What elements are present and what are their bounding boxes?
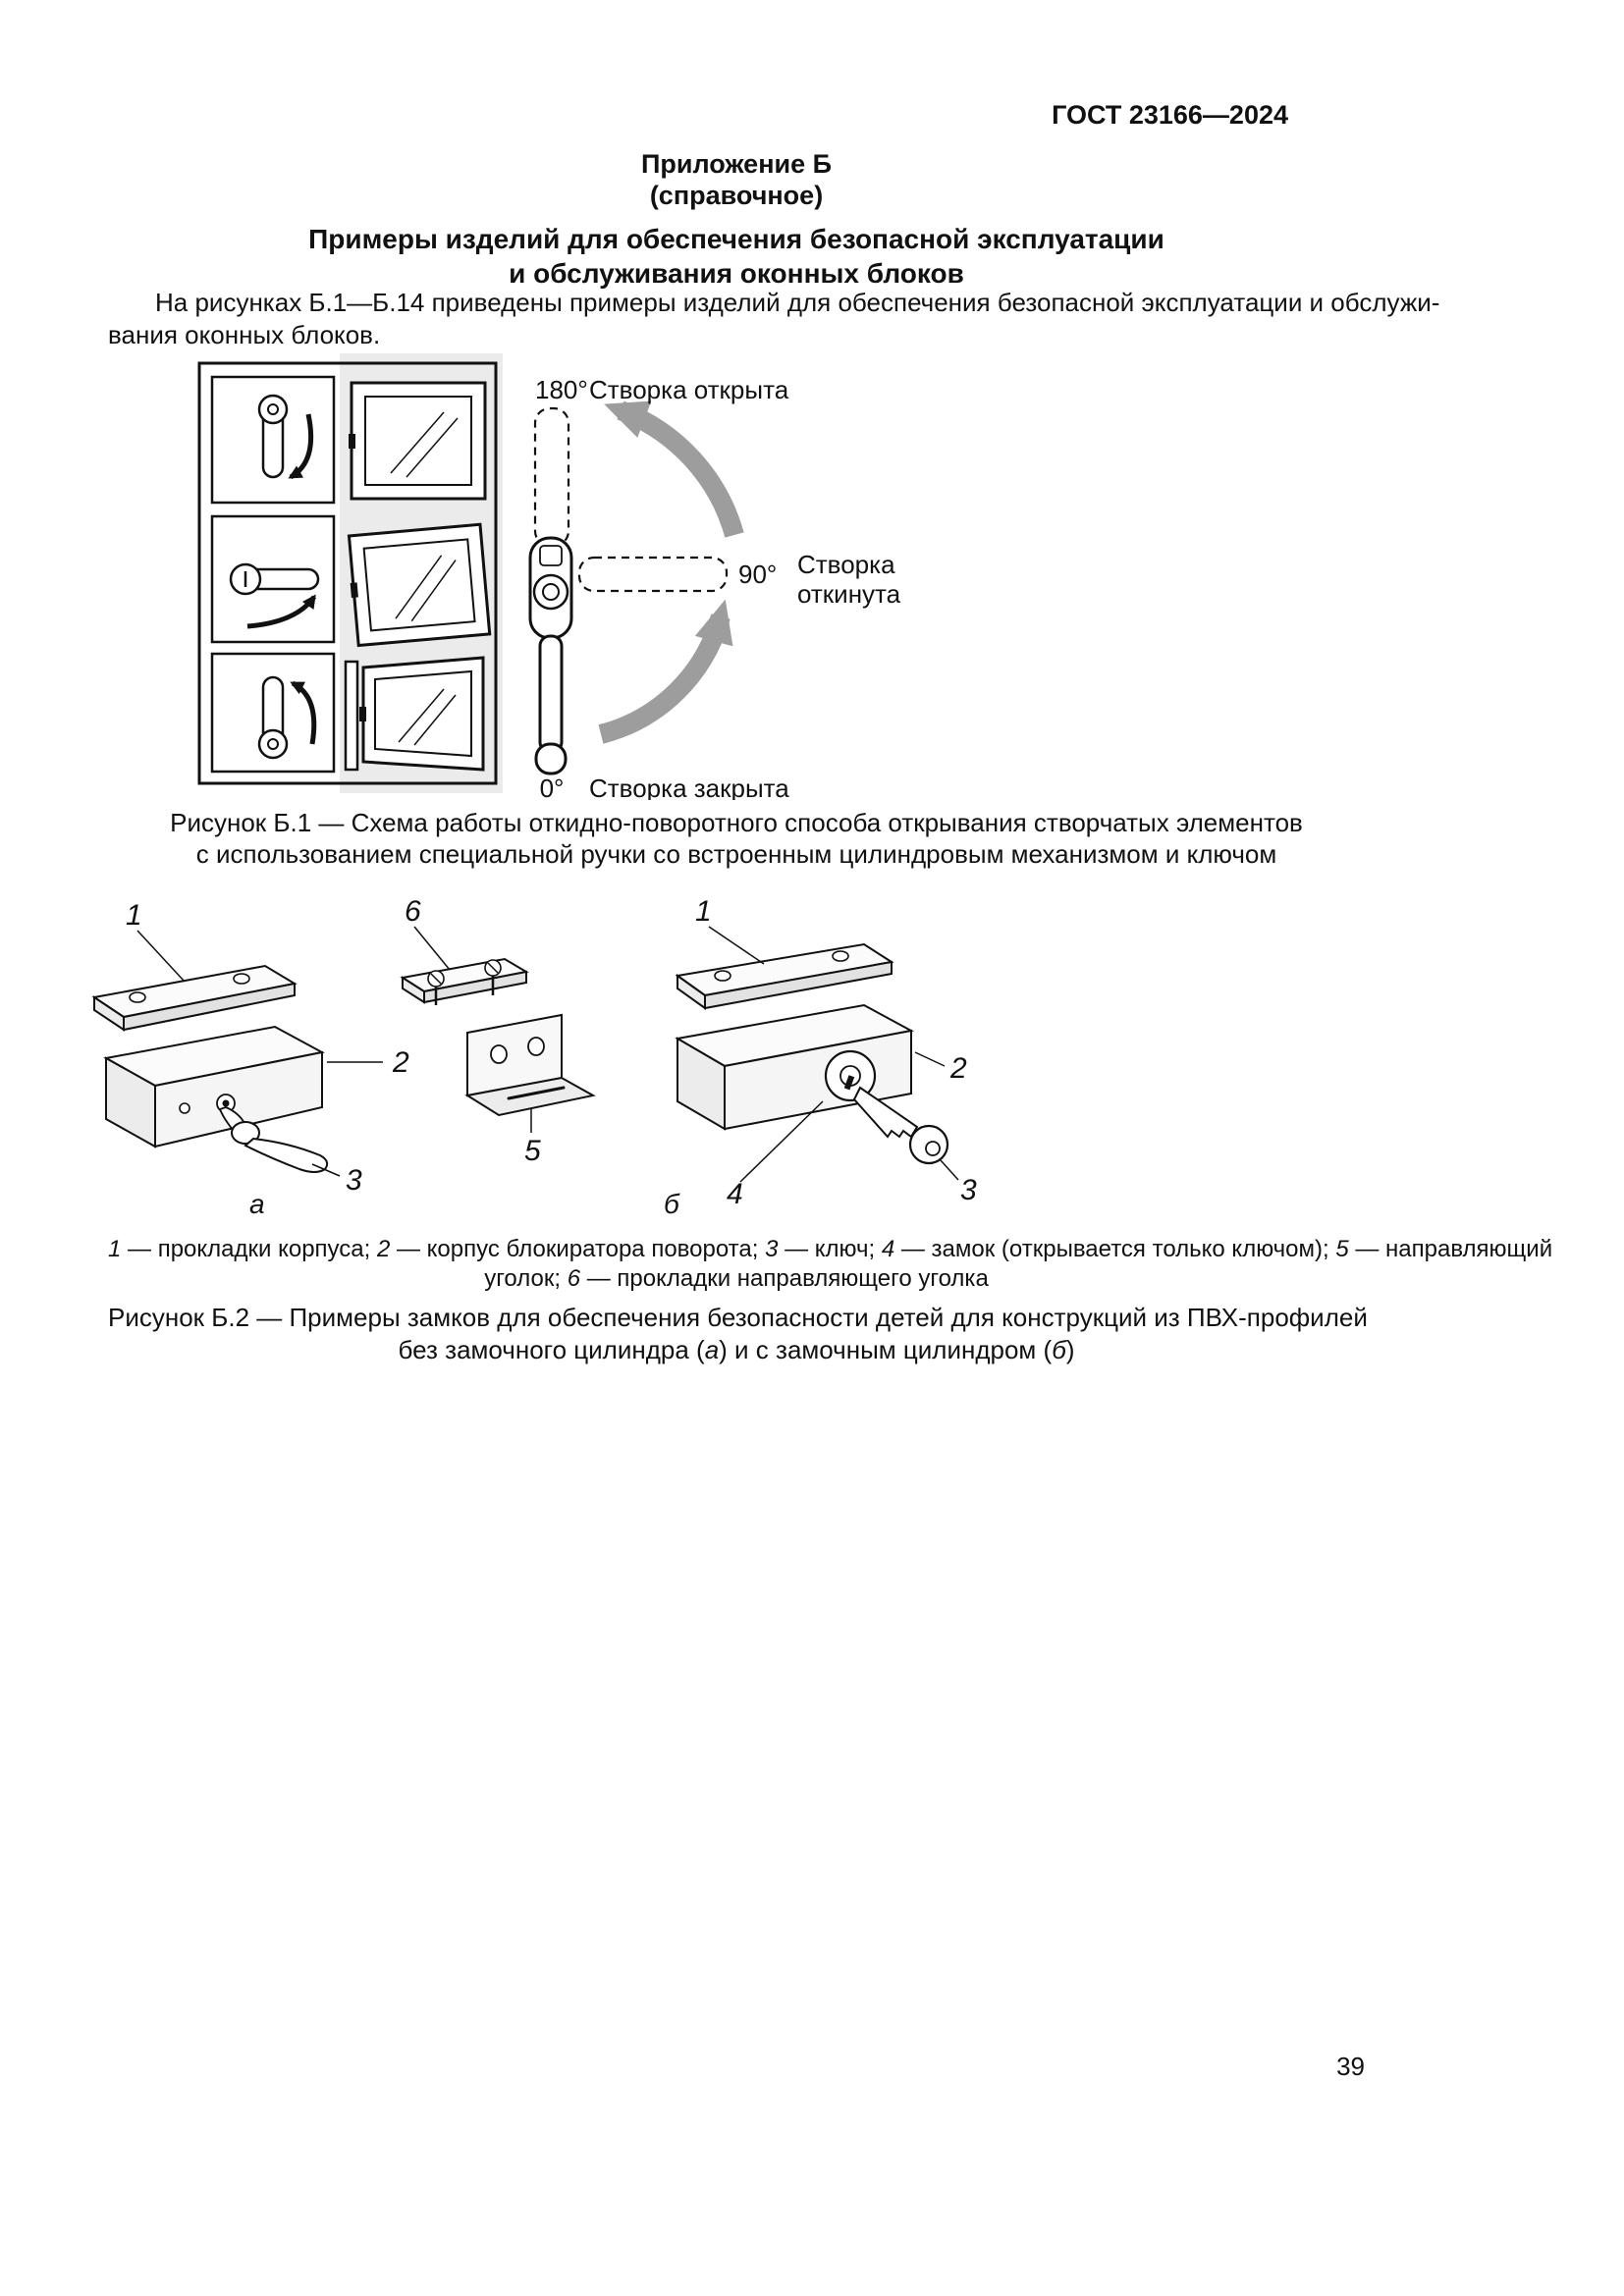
legend-num-5: 5 — [1335, 1236, 1349, 1262]
legend-text-5b: уголок; — [484, 1265, 568, 1292]
window-diagram — [197, 353, 503, 793]
sash-closed-label: Створка закрыта — [589, 774, 789, 800]
appendix-title-line2: и обслуживания оконных блоков — [509, 258, 964, 289]
legend-text-4: — замок (открывается только ключом); — [894, 1236, 1336, 1262]
callout-5: 5 — [524, 1135, 541, 1167]
figure-b1-caption: Рисунок Б.1 — Схема работы откидно-повор… — [108, 807, 1365, 870]
legend-line2: уголок; 6 — прокладки направляющего угол… — [108, 1264, 1365, 1294]
callout-6: 6 — [405, 895, 421, 928]
lock-a: 1 2 3 а — [91, 899, 409, 1219]
callout-2-b: 2 — [949, 1052, 967, 1085]
appendix-type: (справочное) — [649, 181, 824, 210]
window-handle — [528, 536, 573, 775]
lock-b-plate — [675, 942, 894, 1010]
rotation-arrow-upper — [604, 400, 744, 538]
appendix-title: Примеры изделий для обеспечения безопасн… — [108, 222, 1365, 291]
legend-text-3: — ключ; — [778, 1236, 882, 1262]
legend-text-6: — прокладки направляющего уголка — [580, 1265, 989, 1292]
figure-b2-image: 1 2 3 а — [91, 895, 977, 1219]
figure-b1-caption-line2: с использованием специальной ручки со вс… — [195, 839, 1277, 869]
intro-line1: На рисунках Б.1—Б.14 приведены примеры и… — [155, 288, 1440, 317]
sublabel-a: а — [249, 1189, 265, 1219]
handle-position-90 — [577, 556, 729, 593]
callout-4: 4 — [727, 1178, 743, 1210]
handle-position-180 — [533, 406, 570, 548]
window-closed — [349, 381, 487, 501]
figure-b2-caption-line2: без замочного цилиндра (а) и с замочным … — [108, 1334, 1365, 1366]
legend-num-2: 2 — [376, 1236, 391, 1262]
legend-num-4: 4 — [881, 1236, 895, 1262]
figure-b1-caption-line1: Рисунок Б.1 — Схема работы откидно-повор… — [170, 808, 1303, 837]
legend-num-1: 1 — [108, 1236, 122, 1262]
intro-line2: вания оконных блоков. — [108, 320, 381, 349]
window-tilted — [347, 522, 492, 648]
legend-text-1: — прокладки корпуса; — [121, 1236, 377, 1262]
sash-tilted-label-line2: откинута — [797, 579, 901, 609]
lock-a-body — [103, 1025, 325, 1148]
lock-a-plate — [91, 964, 298, 1032]
caption-b2-italic-a: а — [704, 1335, 720, 1364]
handle-up-icon — [257, 675, 317, 760]
handle-down-icon — [257, 394, 314, 480]
window-frame — [197, 361, 498, 785]
standard-designation: ГОСТ 23166—2024 — [1052, 100, 1288, 130]
lock-b-key — [852, 1086, 949, 1165]
figure-b2-legend: 1 — прокладки корпуса; 2 — корпус блокир… — [108, 1235, 1552, 1294]
sash-tilted-label-line1: Створка — [797, 550, 895, 579]
handle-side-icon — [229, 562, 320, 629]
callout-1-b: 1 — [695, 895, 712, 928]
legend-text-5: — направляющий — [1348, 1236, 1553, 1262]
legend-text-2: — корпус блокиратора поворота; — [390, 1236, 766, 1262]
legend-num-6: 6 — [567, 1265, 581, 1292]
angle-0-label: 0° — [540, 774, 565, 800]
sash-open-label: Створка открыта — [589, 375, 789, 404]
lock-b-cylinder — [824, 1049, 877, 1102]
caption-b2-part3: ) — [1065, 1335, 1075, 1364]
angle-180-label: 180° — [535, 375, 588, 404]
angle-90-label: 90° — [738, 560, 777, 589]
handle-rotation-diagram: 180° Створка открыта 90° Створка откинут… — [528, 375, 901, 800]
figure-b2-caption: Рисунок Б.2 — Примеры замков для обеспеч… — [108, 1302, 1368, 1366]
legend-num-3: 3 — [765, 1236, 779, 1262]
callout-3-b: 3 — [960, 1174, 977, 1206]
sublabel-b: б — [664, 1189, 680, 1219]
caption-b2-italic-b: б — [1052, 1335, 1066, 1364]
caption-b2-part1: без замочного цилиндра ( — [398, 1335, 705, 1364]
intro-paragraph: На рисунках Б.1—Б.14 приведены примеры и… — [108, 287, 1440, 351]
caption-b2-part2: ) и с замочным цилиндром ( — [719, 1335, 1053, 1364]
lock-b-body — [675, 1003, 914, 1131]
figure-b2-caption-line1: Рисунок Б.2 — Примеры замков для обеспеч… — [108, 1303, 1368, 1332]
guide-angle-bracket — [464, 1013, 596, 1117]
guide-angle-plates — [400, 957, 529, 1005]
appendix-label: Приложение Б — [640, 149, 833, 179]
callout-2-a: 2 — [392, 1046, 409, 1079]
window-open — [344, 656, 485, 772]
lock-a-knob — [218, 1106, 329, 1173]
figure-b1-image: 180° Створка открыта 90° Створка откинут… — [197, 353, 901, 800]
appendix-title-line1: Примеры изделий для обеспечения безопасн… — [308, 224, 1164, 254]
callout-1-a: 1 — [126, 899, 142, 932]
guide-angle: 6 5 — [400, 895, 596, 1167]
callout-3-a: 3 — [346, 1164, 362, 1197]
lock-b: 1 2 4 3 б — [664, 895, 977, 1219]
legend-line1: 1 — прокладки корпуса; 2 — корпус блокир… — [108, 1235, 1552, 1264]
rotation-arrow-lower — [598, 599, 733, 744]
page-number: 39 — [1336, 2052, 1365, 2081]
